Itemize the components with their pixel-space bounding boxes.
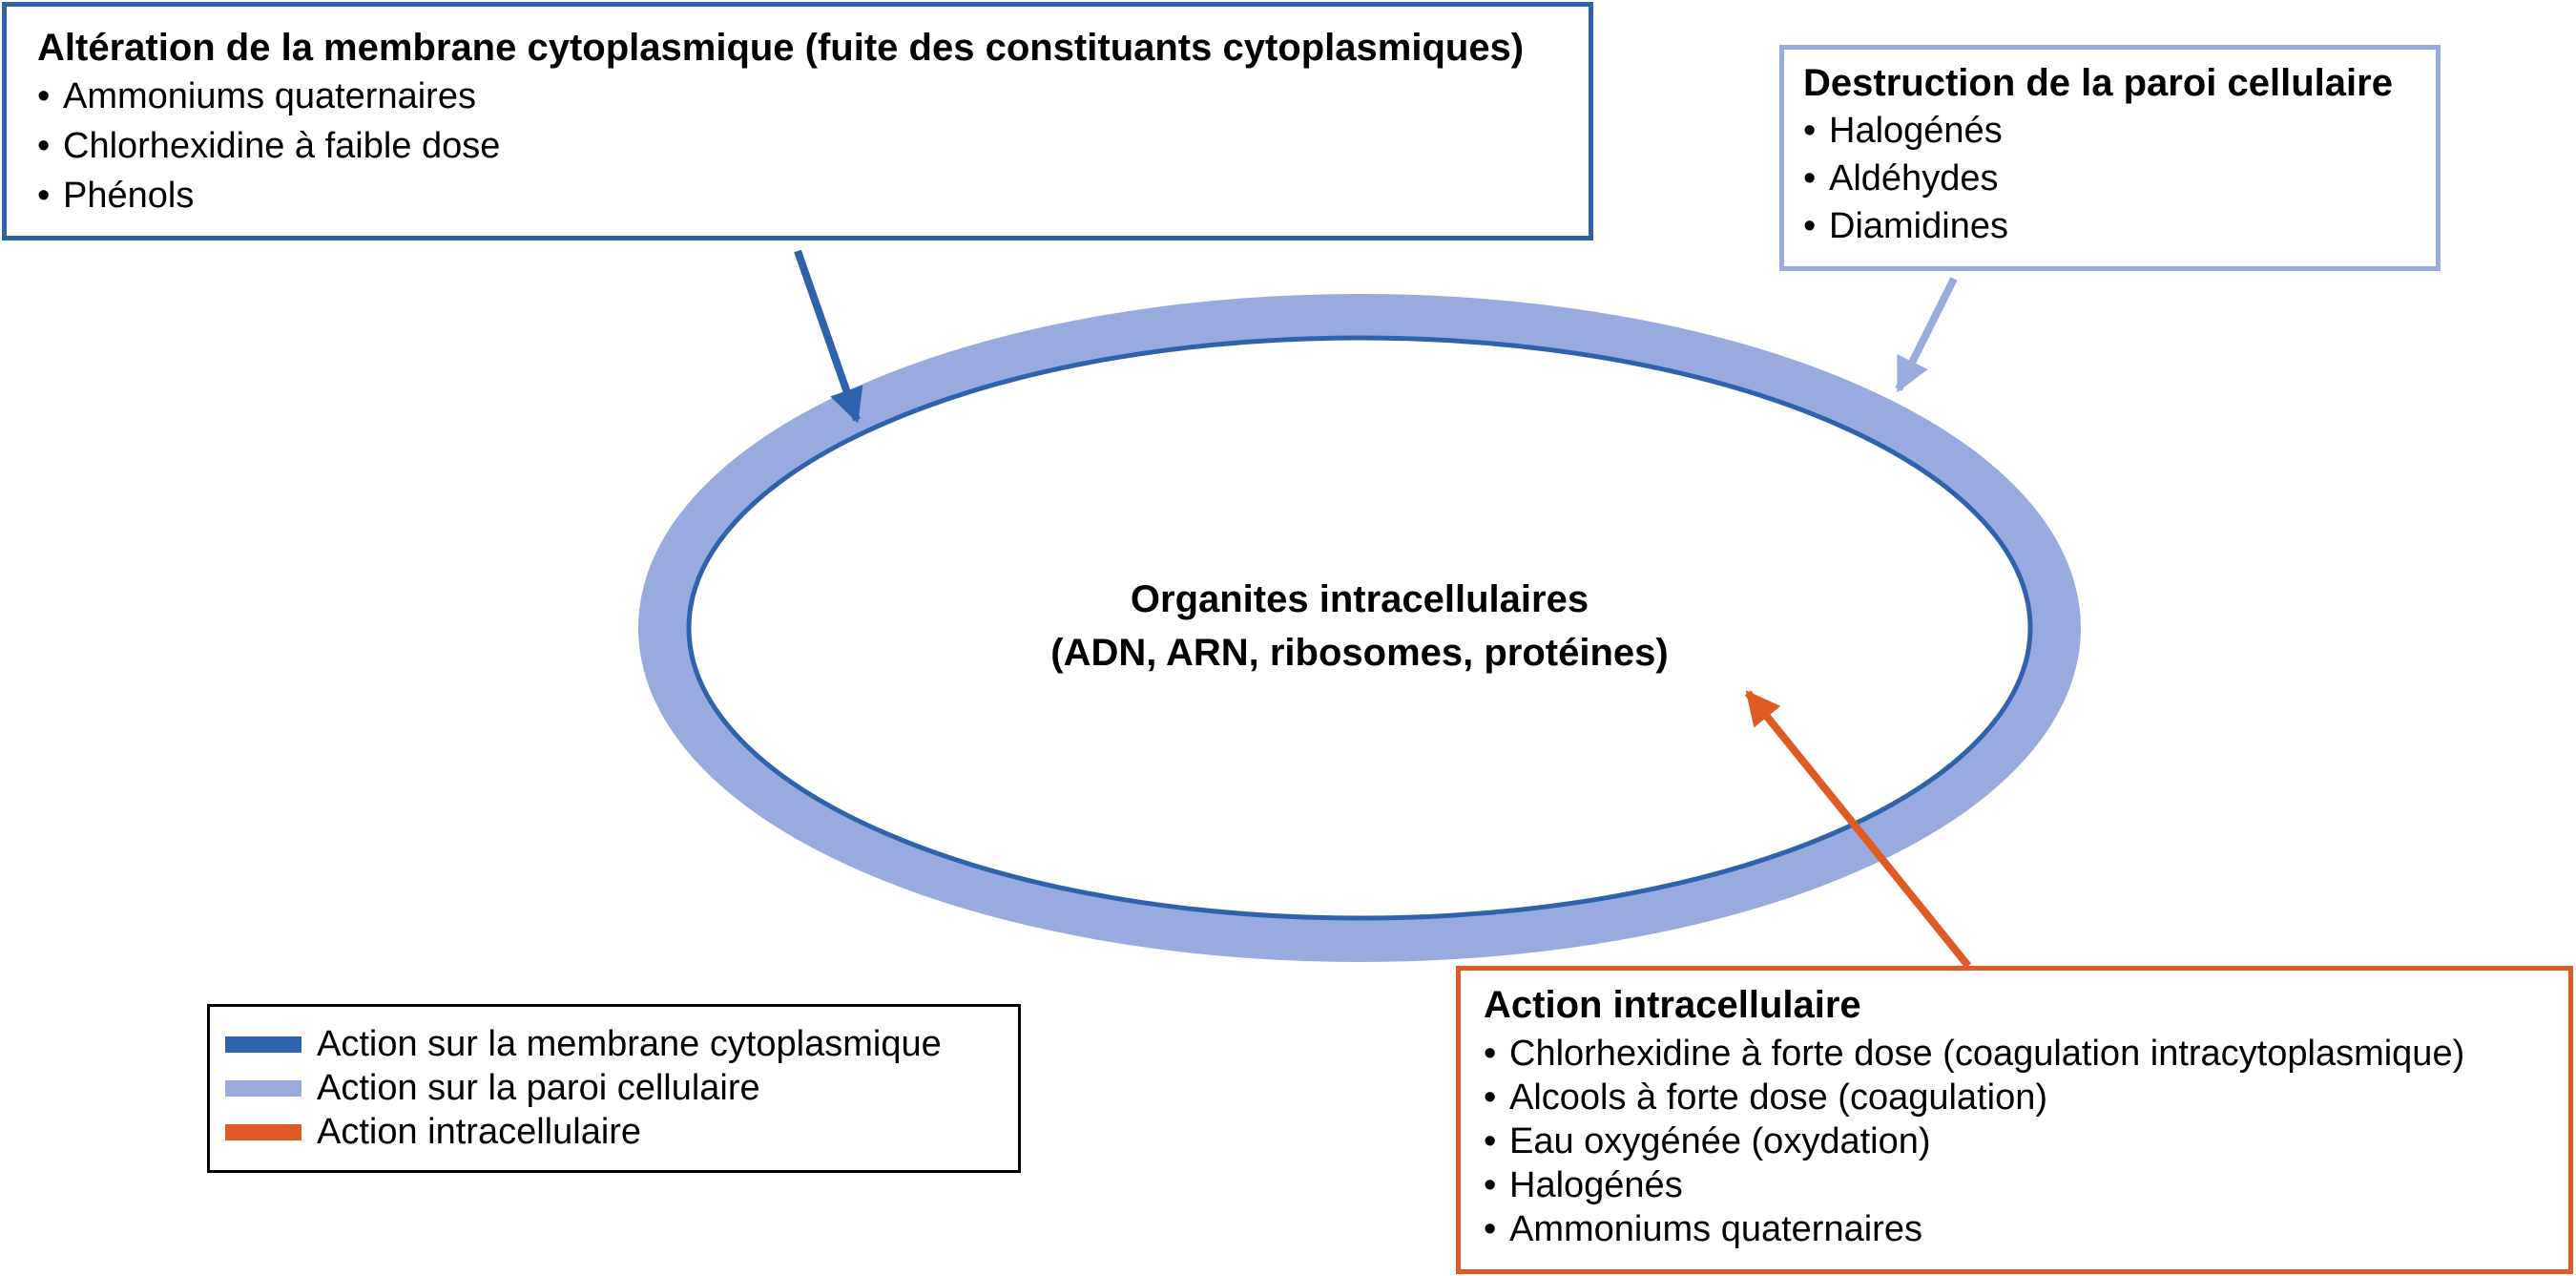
cell-wall	[638, 294, 2081, 962]
legend-swatch-intracellulaire	[225, 1123, 301, 1140]
wall-agent-list: Halogénés Aldéhydes Diamidines	[1803, 107, 2436, 250]
membrane-agent-list: Ammoniums quaternaires Chlorhexidine à f…	[37, 72, 1589, 220]
arrow-intra	[1744, 690, 1972, 969]
list-item: Eau oxygénée (oxydation)	[1484, 1119, 2568, 1163]
list-item: Phénols	[37, 171, 1589, 220]
legend-item-intracellulaire: Action intracellulaire	[225, 1110, 1018, 1154]
cell-membrane	[686, 335, 2033, 921]
cell-title: Organites intracellulaires	[1130, 578, 1589, 620]
cell-subtitle: (ADN, ARN, ribosomes, protéines)	[1050, 632, 1669, 674]
list-item: Chlorhexidine à faible dose	[37, 121, 1589, 171]
legend-item-membrane: Action sur la membrane cytoplasmique	[225, 1022, 1018, 1066]
wall-box-title: Destruction de la paroi cellulaire	[1803, 62, 2393, 104]
list-item: Halogénés	[1484, 1163, 2568, 1207]
arrow-membrane	[794, 249, 863, 424]
legend-swatch-paroi	[225, 1079, 301, 1097]
list-item: Diamidines	[1803, 202, 2436, 250]
wall-action-box: Destruction de la paroi cellulaire Halog…	[1779, 45, 2441, 271]
list-item: Aldéhydes	[1803, 155, 2436, 202]
list-item: Alcools à forte dose (coagulation)	[1484, 1076, 2568, 1119]
list-item: Ammoniums quaternaires	[1484, 1207, 2568, 1251]
legend-item-paroi: Action sur la paroi cellulaire	[225, 1066, 1018, 1110]
cell-label: Organites intracellulaires (ADN, ARN, ri…	[954, 573, 1765, 680]
arrow-paroi	[1895, 277, 1958, 393]
legend-label: Action intracellulaire	[317, 1111, 642, 1152]
list-item: Ammoniums quaternaires	[37, 72, 1589, 121]
intracellular-action-box: Action intracellulaire Chlorhexidine à f…	[1456, 966, 2573, 1274]
legend-label: Action sur la paroi cellulaire	[317, 1067, 760, 1108]
intracellular-box-title: Action intracellulaire	[1484, 984, 1861, 1026]
legend: Action sur la membrane cytoplasmique Act…	[207, 1004, 1021, 1173]
membrane-box-title: Altération de la membrane cytoplasmique …	[37, 27, 1525, 69]
membrane-action-box: Altération de la membrane cytoplasmique …	[2, 2, 1593, 241]
legend-swatch-membrane	[225, 1035, 301, 1053]
legend-label: Action sur la membrane cytoplasmique	[317, 1023, 942, 1064]
intracellular-agent-list: Chlorhexidine à forte dose (coagulation …	[1484, 1032, 2568, 1251]
list-item: Halogénés	[1803, 107, 2436, 155]
list-item: Chlorhexidine à forte dose (coagulation …	[1484, 1032, 2568, 1076]
